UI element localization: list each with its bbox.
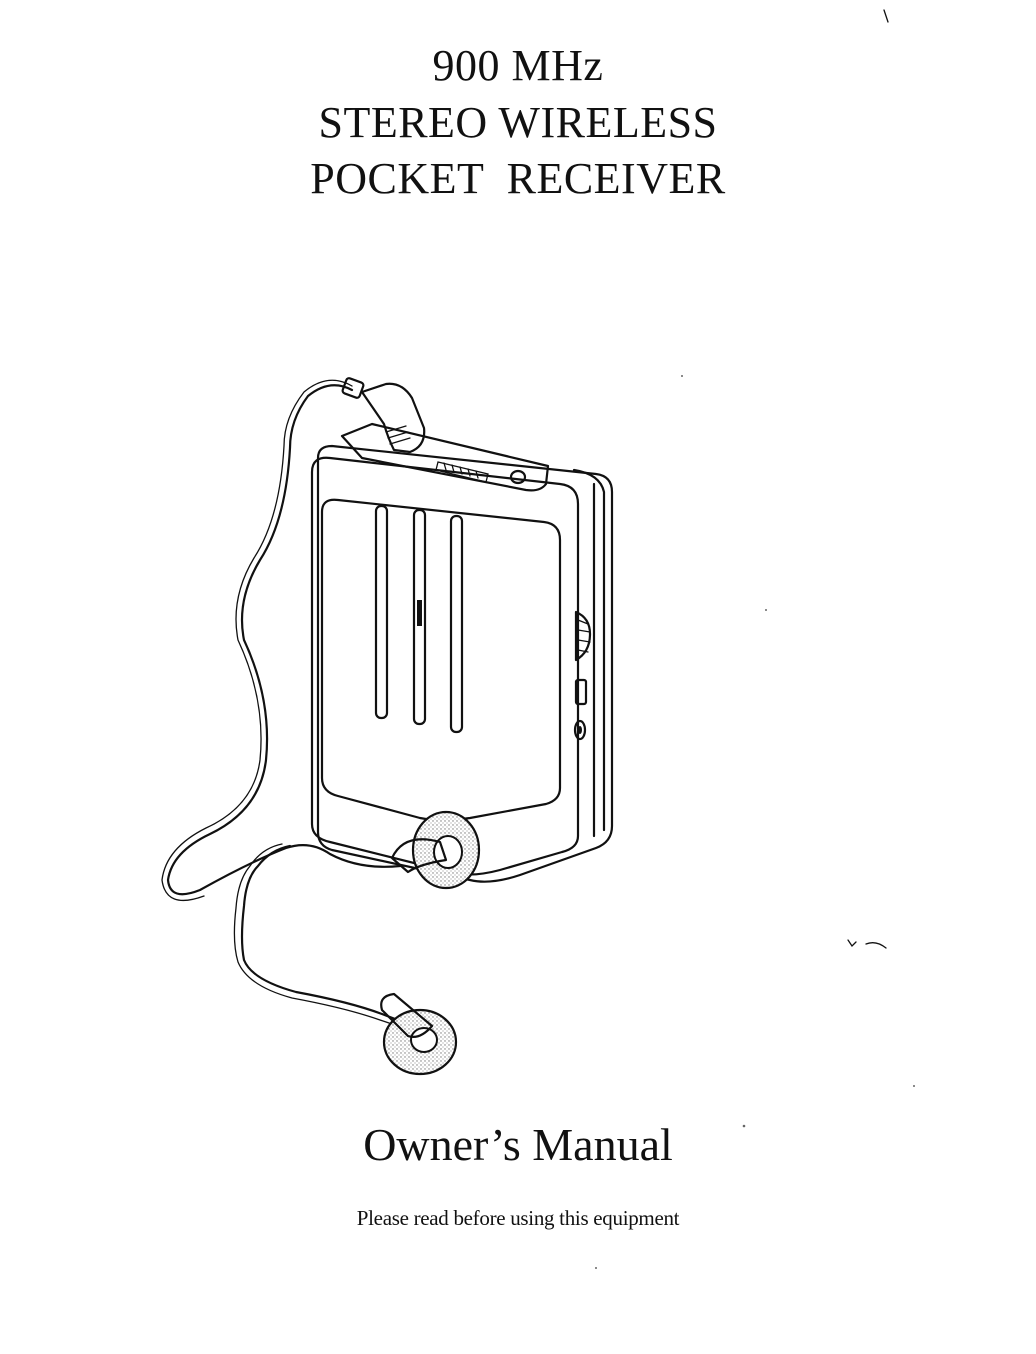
owners-manual-heading: Owner’s Manual	[0, 1122, 1036, 1168]
read-before-use-note: Please read before using this equipment	[0, 1208, 1036, 1229]
antenna-jack	[511, 471, 525, 483]
earphone-cord	[162, 380, 424, 1034]
grille-slot	[376, 506, 387, 718]
earphone-left	[381, 994, 456, 1074]
receiver-body	[312, 424, 612, 882]
grille-slot	[451, 516, 462, 732]
scan-specks	[595, 10, 915, 1269]
earphone-right	[392, 812, 479, 888]
plug	[342, 377, 424, 452]
